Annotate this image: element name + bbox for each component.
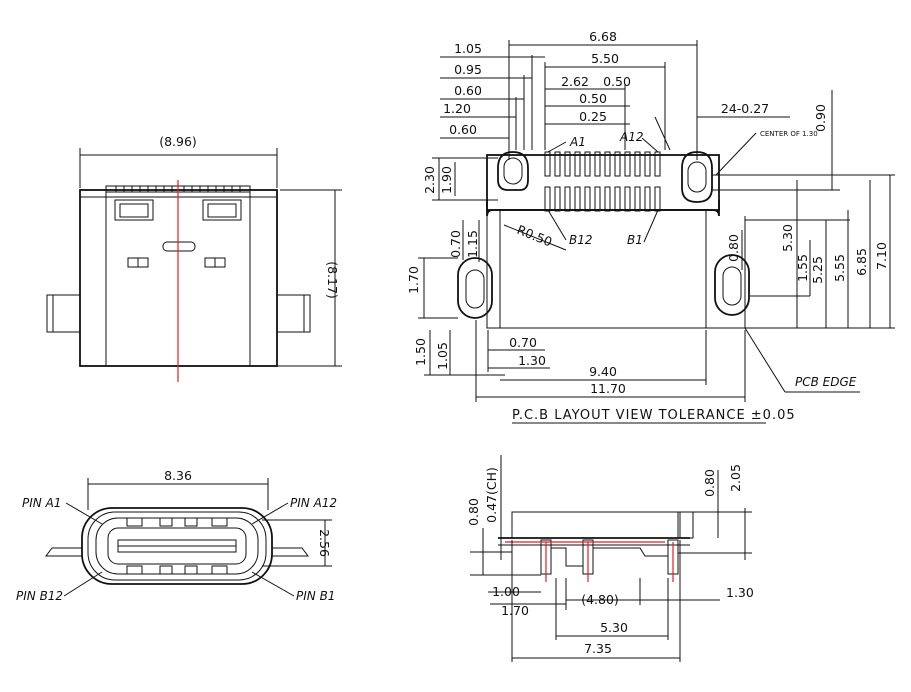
dim-9-40: 9.40 xyxy=(589,364,617,379)
side-view: 0.80 0.47(CH) 0.80 2.05 1.00 1.70 (4.80)… xyxy=(466,455,754,662)
center-note: CENTER OF 1.30 xyxy=(760,130,818,138)
side-dim-7-35: 7.35 xyxy=(584,641,612,656)
side-dim-5-30: 5.30 xyxy=(600,620,628,635)
dim-1-90: 1.90 xyxy=(439,166,454,194)
side-dim-0-80: 0.80 xyxy=(466,498,481,526)
dim-6-85: 6.85 xyxy=(854,248,869,276)
dim-0-70b: 0.70 xyxy=(509,335,537,350)
front-view: 8.36 2.56 PIN A1 PIN A12 PIN B12 PIN B1 xyxy=(16,468,337,603)
side-dim-1-70: 1.70 xyxy=(501,603,529,618)
left-lower-hole xyxy=(457,257,493,319)
dim-5-30: 5.30 xyxy=(780,224,795,252)
dim-0-25: 0.25 xyxy=(579,109,607,124)
top-width-label: (8.96) xyxy=(159,134,197,149)
radius-label: R0.50 xyxy=(515,222,555,250)
top-view: (8.96) (8.17) xyxy=(46,134,342,382)
pin-b12-label: PIN B12 xyxy=(16,589,63,603)
dim-0-70: 0.70 xyxy=(448,230,463,258)
dim-0-60a: 0.60 xyxy=(454,83,482,98)
dim-5-25: 5.25 xyxy=(810,256,825,284)
dim-1-05v: 1.05 xyxy=(435,342,450,370)
dim-0-95: 0.95 xyxy=(454,62,482,77)
label-a12: A12 xyxy=(619,130,643,144)
dim-1-20: 1.20 xyxy=(443,101,471,116)
pin-a12-label: PIN A12 xyxy=(290,496,337,510)
dim-0-80: 0.80 xyxy=(726,234,741,262)
dim-1-30b: 1.30 xyxy=(518,353,546,368)
dim-0-50a: 0.50 xyxy=(603,74,631,89)
front-shell-outer xyxy=(81,507,273,585)
dim-1-70: 1.70 xyxy=(406,266,421,294)
tolerance-title: P.C.B LAYOUT VIEW TOLERANCE ±0.05 xyxy=(512,408,796,423)
pcb-layout-view: 6.68 5.50 2.62 0.50 0.50 0.25 1.05 0.95 … xyxy=(406,29,895,424)
dim-5-55: 5.55 xyxy=(832,254,847,282)
left-mount-slot xyxy=(497,151,529,191)
label-b1: B1 xyxy=(627,233,643,247)
dim-0-90: 0.90 xyxy=(813,104,828,132)
dim-0-60b: 0.60 xyxy=(449,122,477,137)
dim-1-05: 1.05 xyxy=(454,41,482,56)
dim-1-15: 1.15 xyxy=(465,230,480,258)
dim-6-68: 6.68 xyxy=(589,29,617,44)
right-mount-slot xyxy=(681,151,713,203)
label-a1: A1 xyxy=(569,135,586,149)
right-lower-hole xyxy=(714,254,750,316)
dim-2-30: 2.30 xyxy=(422,166,437,194)
front-height-label: 2.56 xyxy=(317,529,332,557)
dim-5-50: 5.50 xyxy=(591,51,619,66)
dim-7-10: 7.10 xyxy=(874,242,889,270)
pad-row-b xyxy=(544,186,661,212)
dim-0-50b: 0.50 xyxy=(579,91,607,106)
side-dim-0-80b: 0.80 xyxy=(702,469,717,497)
pcb-edge-label: PCB EDGE xyxy=(795,375,857,389)
pin-b1-label: PIN B1 xyxy=(296,589,335,603)
pin-a1-label: PIN A1 xyxy=(22,496,61,510)
side-dim-4-80: (4.80) xyxy=(581,592,619,607)
side-dim-0-47: 0.47(CH) xyxy=(484,467,499,523)
front-width-label: 8.36 xyxy=(164,468,192,483)
pitch-label: 24-0.27 xyxy=(721,101,769,116)
side-dim-1-30: 1.30 xyxy=(726,585,754,600)
dim-1-55: 1.55 xyxy=(795,254,810,282)
dim-2-62: 2.62 xyxy=(561,74,589,89)
top-height-label: (8.17) xyxy=(325,261,340,299)
dim-1-50: 1.50 xyxy=(413,338,428,366)
side-dim-2-05: 2.05 xyxy=(728,464,743,492)
label-b12: B12 xyxy=(569,233,593,247)
dim-11-70: 11.70 xyxy=(590,381,626,396)
side-dim-1-00: 1.00 xyxy=(492,584,520,599)
